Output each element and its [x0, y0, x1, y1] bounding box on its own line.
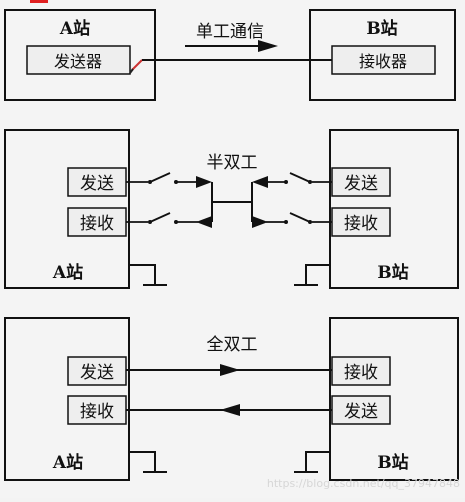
half-a-receive-arrow-icon: [196, 216, 212, 228]
full-station-a-label: A站: [52, 452, 83, 473]
full-a-receive-label: 接收: [80, 402, 114, 422]
half-b-send-switch: [266, 172, 332, 184]
full-duplex-section: 发送 接收 A站 接收 发送 B站 全双工: [4, 317, 459, 481]
watermark-text: https://blog.csdn.net/qq_37947848: [267, 477, 460, 490]
half-b-send-label: 发送: [344, 174, 378, 194]
pencil-icon: [129, 59, 143, 74]
full-a-send-box: [67, 356, 127, 386]
simplex-sender-label: 发送器: [54, 52, 102, 71]
half-b-send-box: [331, 167, 391, 197]
half-station-b-label: B站: [377, 262, 408, 283]
full-b-receive-box: [331, 356, 391, 386]
half-b-receive-label: 接收: [344, 214, 378, 234]
full-a-receive-box: [67, 395, 127, 425]
full-a-ground-icon: [129, 451, 167, 473]
simplex-receiver-label: 接收器: [359, 52, 407, 71]
half-a-send-box: [67, 167, 127, 197]
full-a-send-label: 发送: [80, 363, 114, 383]
half-duplex-section: 发送 接收 A站 发送 接收 B站 半双工: [4, 129, 459, 289]
half-b-receive-arrow-icon: [252, 216, 268, 228]
red-mark: [30, 0, 48, 3]
half-a-receive-label: 接收: [80, 214, 114, 234]
simplex-arrow-icon: [258, 40, 278, 52]
simplex-title: 单工通信: [196, 22, 264, 42]
half-a-ground-icon: [129, 264, 167, 286]
full-b-receive-label: 接收: [344, 363, 378, 383]
half-a-send-arrow-icon: [196, 176, 212, 188]
full-b-send-label: 发送: [344, 402, 378, 422]
half-b-send-arrow-icon: [252, 176, 268, 188]
full-duplex-title: 全双工: [207, 335, 258, 355]
full-station-b-label: B站: [377, 452, 408, 473]
full-forward-arrow-icon: [220, 364, 240, 376]
full-backward-arrow-icon: [220, 404, 240, 416]
half-duplex-shared-line: [211, 182, 253, 222]
half-a-send-label: 发送: [80, 174, 114, 194]
half-duplex-title: 半双工: [207, 153, 258, 173]
half-b-ground-icon: [294, 264, 330, 286]
half-station-a-label: A站: [52, 262, 83, 283]
simplex-sender-box: [26, 45, 131, 75]
full-b-ground-icon: [294, 451, 330, 473]
simplex-section: A站 发送器 B站 接收器 单工通信: [4, 9, 456, 101]
half-b-receive-box: [331, 207, 391, 237]
half-b-receive-switch: [266, 212, 332, 224]
simplex-station-a-label: A站: [59, 18, 90, 39]
simplex-station-b-label: B站: [366, 18, 397, 39]
half-a-receive-switch: [126, 212, 198, 224]
half-a-send-switch: [126, 172, 198, 184]
